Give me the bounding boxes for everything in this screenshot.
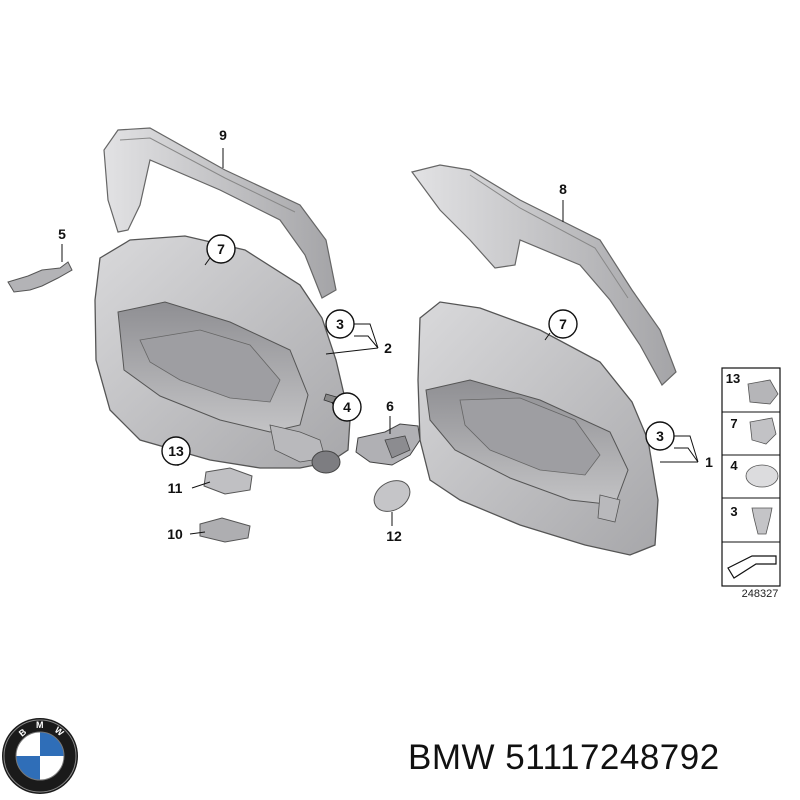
svg-text:M: M: [36, 720, 44, 730]
callout-circle-7b: [548, 309, 578, 339]
callout-5: 5: [58, 226, 66, 242]
callout-11: 11: [168, 480, 183, 496]
callout-8: 8: [559, 181, 567, 197]
trim-strip-upper-left: [103, 127, 337, 299]
part-number: 51117248792: [505, 738, 720, 777]
door-panel-left: [94, 235, 351, 474]
legend-label-3: 3: [730, 504, 737, 519]
callout-circle-3a: [325, 309, 355, 339]
callout-7b: 7: [559, 316, 567, 332]
callout-6: 6: [386, 398, 394, 414]
brand-name: BMW: [408, 738, 496, 777]
callout-9: 9: [219, 127, 227, 143]
legend-box: 13 7 4 3: [721, 367, 781, 587]
callout-1: 1: [705, 454, 713, 470]
callout-3b: 3: [656, 428, 664, 444]
callout-10: 10: [167, 526, 183, 542]
door-panel-right: [417, 301, 659, 556]
bracket-part-5: [7, 261, 73, 293]
pad-part-10: [199, 517, 251, 543]
svg-text:B: B: [17, 726, 29, 738]
legend-part-7: [749, 417, 777, 445]
callout-7a: 7: [217, 241, 225, 257]
callout-13: 13: [168, 443, 184, 459]
callout-4: 4: [343, 399, 351, 415]
callout-circle-4: [332, 392, 362, 422]
bracket-part-6: [355, 423, 421, 466]
callout-2: 2: [384, 340, 392, 356]
bmw-logo: B M W: [2, 718, 78, 794]
legend-label-13: 13: [726, 371, 740, 386]
callout-circle-3b: [645, 421, 675, 451]
legend-label-7: 7: [730, 416, 737, 431]
callouts: 9 8 5 7 7 3 2 3 1 4 6 13 11 10 12: [58, 127, 713, 544]
callout-circle-13: [161, 436, 191, 466]
legend-part-4: [745, 464, 779, 488]
callout-3a: 3: [336, 316, 344, 332]
diagram-code: 248327: [742, 588, 779, 600]
callout-12: 12: [386, 528, 402, 544]
legend-part-3: [751, 507, 773, 535]
cover-part-11: [203, 467, 253, 495]
legend-part-13: [747, 379, 779, 405]
legend-label-4: 4: [730, 458, 738, 473]
cap-part-12: [373, 480, 411, 512]
legend-arrow-icon: [727, 555, 777, 579]
part-identifier: BMW 51117248792: [408, 738, 720, 778]
callout-circle-7a: [206, 234, 236, 264]
trim-strip-upper-right: [410, 164, 677, 386]
